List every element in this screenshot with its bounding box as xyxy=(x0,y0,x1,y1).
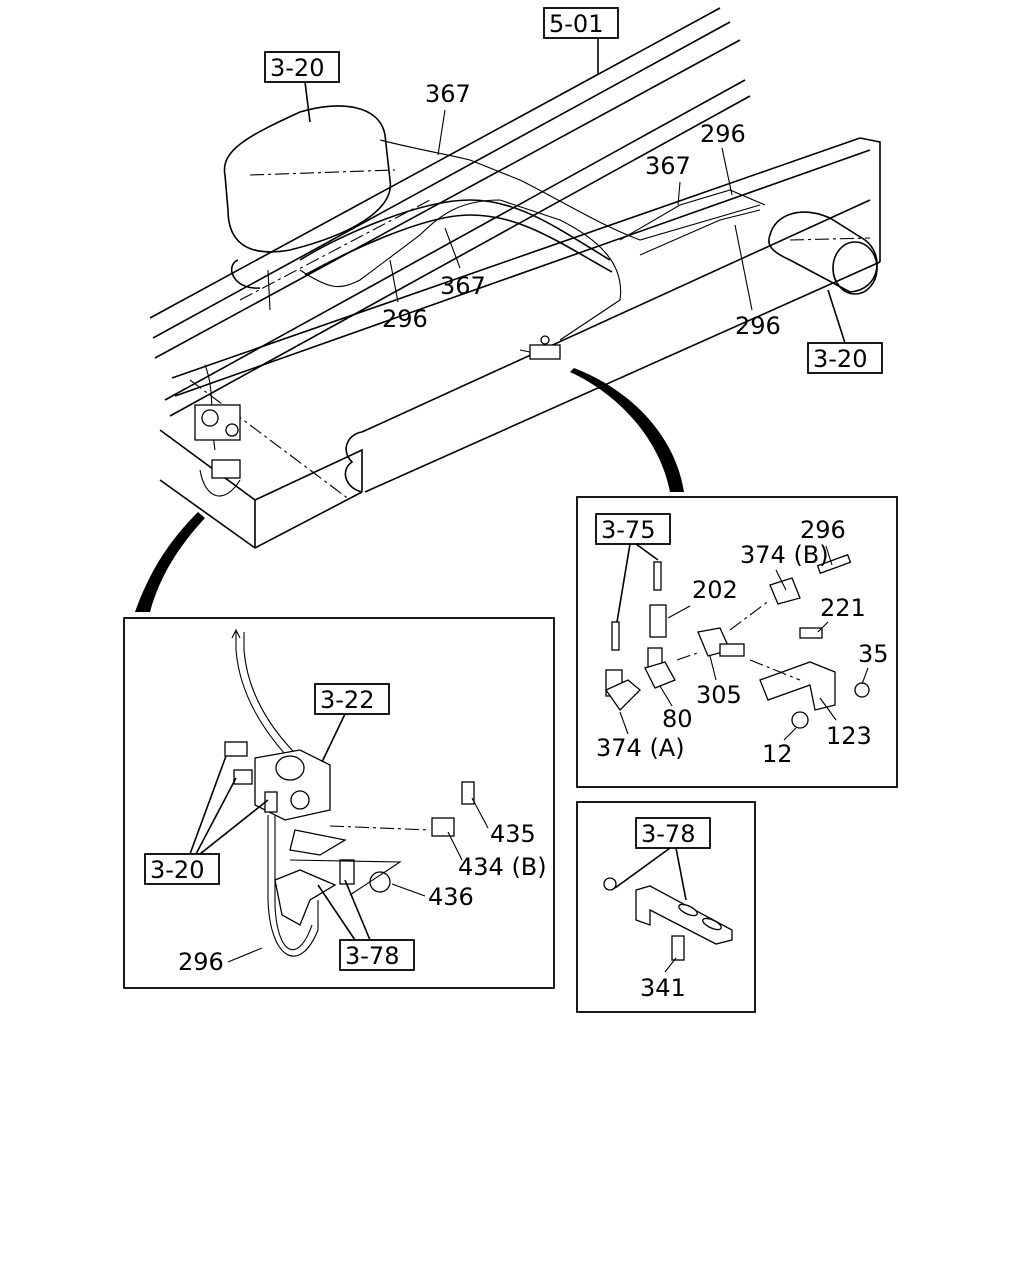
detail-panel-bracket xyxy=(576,801,756,1013)
ref-label-3-20-right: 3-20 xyxy=(813,345,867,373)
part-label-123: 123 xyxy=(826,722,872,750)
ref-label-3-20-detail: 3-20 xyxy=(150,856,204,884)
ref-box-3-75 xyxy=(595,513,671,545)
part-label-434b: 434 (B) xyxy=(458,853,547,881)
ref-label-3-22: 3-22 xyxy=(320,686,374,714)
frame-valve-assembly xyxy=(194,404,241,497)
ref-label-3-75: 3-75 xyxy=(601,516,655,544)
bracket-drawing xyxy=(603,877,733,961)
ref-box-3-78-detail xyxy=(339,939,415,971)
part-label-296-right: 296 xyxy=(735,312,781,340)
part-label-367-right: 367 xyxy=(645,152,691,180)
part-label-296-fittings: 296 xyxy=(800,516,846,544)
ref-box-3-20-detail xyxy=(144,853,220,885)
frame-connector xyxy=(519,335,561,360)
part-label-296-mid: 296 xyxy=(382,305,428,333)
air-tank-left xyxy=(223,105,396,289)
ref-box-3-20-top xyxy=(264,51,340,83)
callout-arrow-right xyxy=(570,368,684,492)
part-label-12: 12 xyxy=(762,740,793,768)
part-label-367-top: 367 xyxy=(425,80,471,108)
part-label-367-mid: 367 xyxy=(440,272,486,300)
frame-rails xyxy=(149,7,881,549)
ref-box-5-01 xyxy=(543,7,619,39)
ref-label-3-78-detail: 3-78 xyxy=(345,942,399,970)
fittings-drawing xyxy=(605,553,870,729)
part-label-341: 341 xyxy=(640,974,686,1002)
part-label-374a: 374 (A) xyxy=(596,734,685,762)
ref-box-3-22 xyxy=(314,683,390,715)
part-label-305: 305 xyxy=(696,681,742,709)
part-label-436: 436 xyxy=(428,883,474,911)
detail-panel-valve xyxy=(123,617,555,989)
part-label-202: 202 xyxy=(692,576,738,604)
part-label-221: 221 xyxy=(820,594,866,622)
callout-arrow-left xyxy=(135,512,205,612)
part-label-35: 35 xyxy=(858,640,889,668)
part-label-296-detail: 296 xyxy=(178,948,224,976)
part-label-374b: 374 (B) xyxy=(740,541,829,569)
valve-detail-drawing xyxy=(224,628,475,957)
part-label-296-top-right: 296 xyxy=(700,120,746,148)
air-tank-right xyxy=(768,211,878,295)
part-label-80: 80 xyxy=(662,705,693,733)
ref-label-3-78-bracket: 3-78 xyxy=(641,820,695,848)
ref-box-3-78-bracket xyxy=(635,817,711,849)
detail-panel-fittings xyxy=(576,496,898,788)
ref-label-5-01: 5-01 xyxy=(549,10,603,38)
ref-label-3-20-top: 3-20 xyxy=(270,54,324,82)
part-label-435: 435 xyxy=(490,820,536,848)
